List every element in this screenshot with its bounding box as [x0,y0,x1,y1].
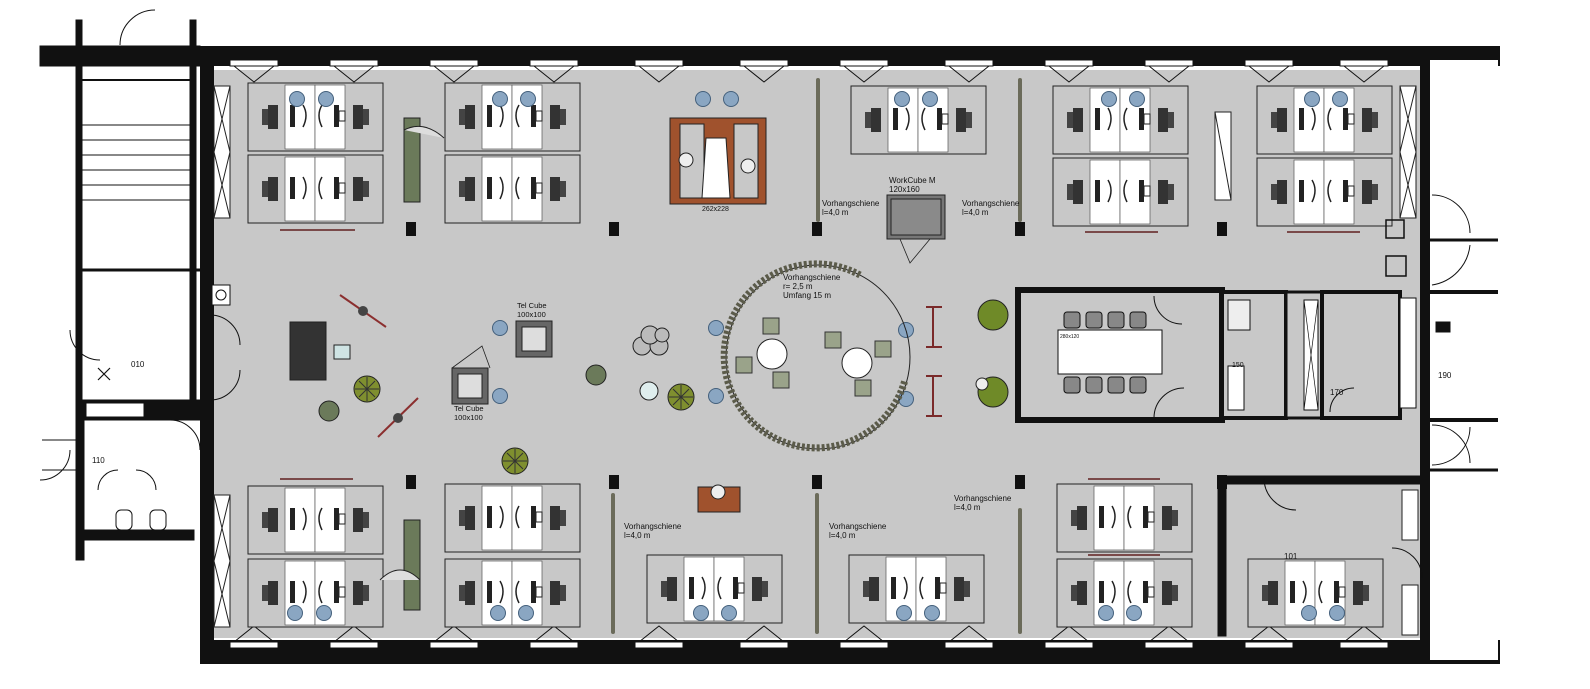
rail-br-length: l=4,0 m [954,503,981,512]
room-label-150: 150 [1232,362,1244,369]
round-curtain-zone [720,260,911,452]
straight-curtain-rails [611,78,1022,634]
rail-bm-length: l=4,0 m [829,531,856,540]
lounge-sofas [289,117,445,611]
room-label-190: 190 [1438,371,1452,380]
lounge-figure [975,377,989,391]
meeting-table-size: 280x120 [1060,334,1079,340]
round-rail-name: Vorhangschiene [783,273,841,282]
round-rail-length: Umfang 15 m [783,291,831,300]
workcube [886,194,946,264]
tel-cube-a [515,320,553,358]
service-rooms [1220,290,1402,420]
rail-bm-name: Vorhangschiene [829,522,887,531]
left-wing [39,9,241,561]
tel-cube-b [451,345,491,405]
plants [318,299,1009,475]
wall-panels [213,85,1419,636]
floor-lamps [339,294,419,438]
tel-cube-b-size: 100x100 [454,413,483,422]
rail-bl-name: Vorhangschiene [624,522,682,531]
rail-tl-name: Vorhangschiene [822,199,880,208]
huddle-size-label: 262x228 [702,206,729,213]
workcube-name: WorkCube M [889,176,936,185]
tel-cube-a-name: Tel Cube [517,301,547,310]
room-label-010: 010 [131,360,145,369]
rail-br-name: Vorhangschiene [954,494,1012,503]
bench-bottom [697,484,741,513]
shelf-panel [1214,111,1232,201]
bar-stools [926,306,942,417]
right-wing [1217,60,1498,660]
room-label-110: 110 [92,456,105,465]
rail-tr-name: Vorhangschiene [962,199,1020,208]
tel-cube-b-name: Tel Cube [454,404,484,413]
desk-rails [280,229,1360,556]
room-label-101: 101 [1284,552,1298,561]
rail-bl-length: l=4,0 m [624,531,651,540]
meeting-room [1015,287,1225,423]
rail-tl-length: l=4,0 m [822,208,849,217]
rail-tr-length: l=4,0 m [962,208,989,217]
room-label-170: 170 [1330,388,1344,397]
round-rail-radius: r= 2,5 m [783,282,813,291]
workcube-size: 120x160 [889,185,920,194]
huddle-booth [669,117,767,205]
tel-cube-a-size: 100x100 [517,310,546,319]
